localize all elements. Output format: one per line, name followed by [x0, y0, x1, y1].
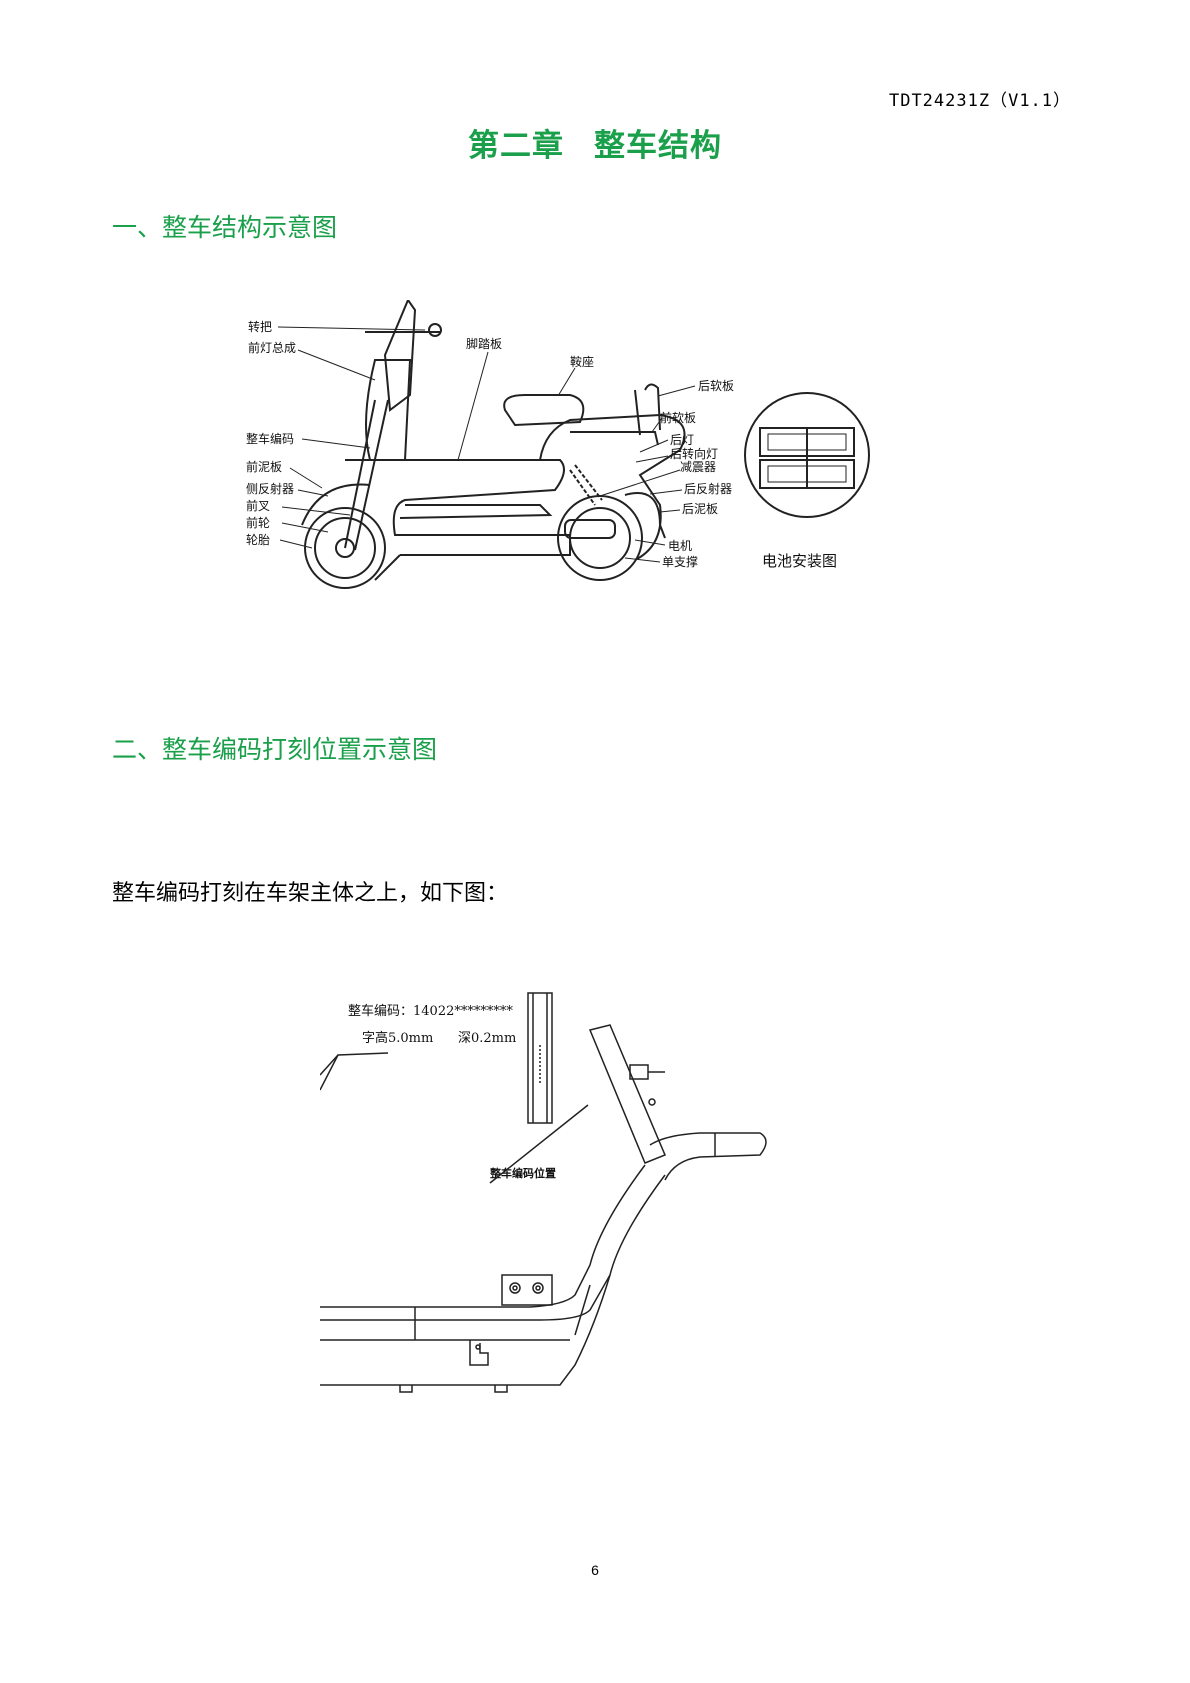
label-front-wheel: 前轮	[246, 515, 270, 530]
vin-engrave-depth: 深0.2mm	[458, 1031, 516, 1046]
label-front-soft-pad: 前软板	[660, 410, 696, 425]
vin-spec-line: 整车编码：14022*********	[348, 1003, 513, 1019]
document-code: TDT24231Z（V1.1）	[888, 91, 1072, 111]
label-kickstand: 单支撑	[662, 554, 698, 569]
chapter-name: 整车结构	[594, 128, 722, 164]
vin-position-label: 整车编码位置	[489, 1166, 556, 1180]
section-title-vin-position: 二、整车编码打刻位置示意图	[112, 735, 438, 764]
label-side-reflector: 侧反射器	[246, 481, 294, 496]
label-tail-light: 后灯	[670, 433, 694, 447]
label-saddle: 鞍座	[570, 354, 594, 369]
vin-char-height: 字高5.0mm	[362, 1030, 433, 1046]
battery-caption: 电池安装图	[762, 552, 837, 570]
chapter-title: 第二章整车结构	[0, 120, 1190, 165]
front-wheel-shape	[304, 507, 386, 589]
label-vin: 整车编码	[246, 431, 294, 446]
vin-description-text: 整车编码打刻在车架主体之上，如下图：	[112, 881, 509, 906]
scooter-structure-diagram: 转把 前灯总成 脚踏板 鞍座 后软板 前软板 整车编码 后灯 后转向灯 减震器 …	[246, 300, 870, 589]
label-shock-absorber: 减震器	[680, 460, 716, 474]
section-title-structure: 一、整车结构示意图	[112, 213, 338, 242]
label-rear-fender: 后泥板	[682, 502, 718, 516]
frame-vin-position-diagram: 整车编码：14022********* 字高5.0mm 深0.2mm 整车编码位…	[320, 992, 767, 1393]
saddle-shape	[503, 394, 585, 427]
label-throttle: 转把	[248, 319, 272, 334]
label-rear-soft-pad: 后软板	[698, 379, 734, 393]
label-footboard: 脚踏板	[466, 336, 502, 351]
label-motor: 电机	[668, 539, 692, 553]
chapter-number: 第二章	[468, 128, 564, 164]
label-rear-reflector: 后反射器	[684, 481, 732, 496]
label-tire: 轮胎	[246, 533, 270, 547]
label-front-fork: 前叉	[246, 498, 270, 513]
battery-install-inset	[744, 392, 870, 518]
label-front-fender: 前泥板	[246, 459, 282, 474]
label-rear-turn-signal: 后转向灯	[670, 446, 718, 461]
label-headlight-assembly: 前灯总成	[248, 340, 296, 355]
page-number: 6	[591, 1562, 599, 1578]
